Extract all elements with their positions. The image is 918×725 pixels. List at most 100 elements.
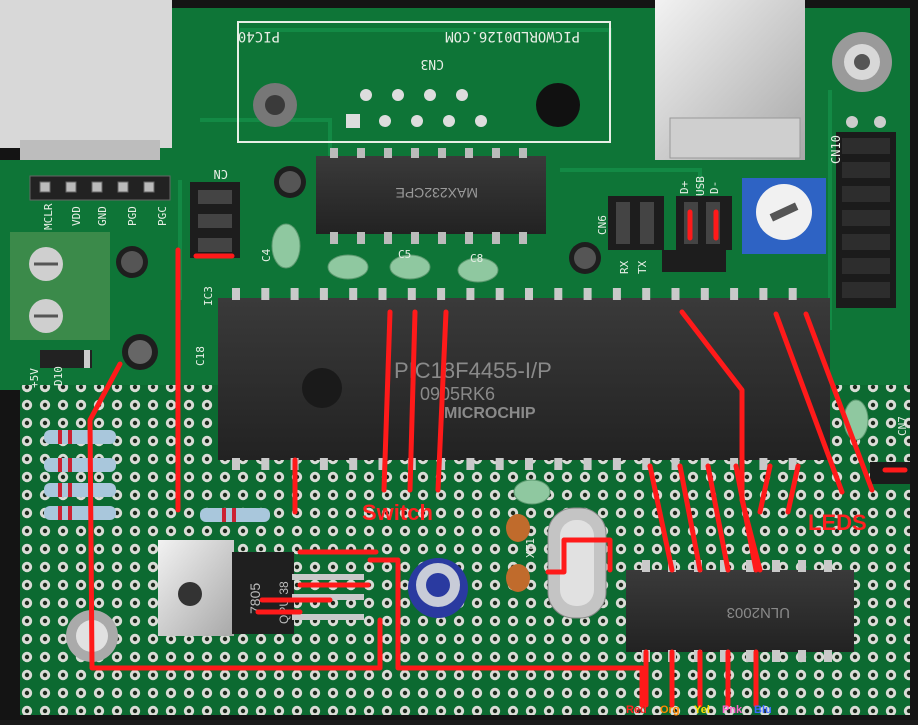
svg-text:C8: C8 bbox=[470, 252, 483, 265]
chip-pin bbox=[525, 458, 533, 470]
svg-text:C18: C18 bbox=[194, 346, 207, 366]
icsp-labels: MCLR VDD GND PGD PGC bbox=[42, 203, 169, 230]
silk-5v: +5V bbox=[28, 368, 41, 388]
white-connector-shadow bbox=[20, 140, 160, 160]
wire-label-pnk: Pnk bbox=[722, 704, 743, 716]
chip-pin bbox=[554, 458, 563, 470]
electrolytic-caps bbox=[116, 166, 601, 618]
chip-pin bbox=[437, 288, 446, 300]
voltage-regulator bbox=[158, 540, 364, 636]
icsp-header bbox=[29, 175, 171, 201]
chip-pins-top bbox=[232, 288, 797, 300]
svg-text:MCLR: MCLR bbox=[42, 203, 55, 230]
resistors bbox=[44, 430, 270, 522]
silk-crystal: XT1 bbox=[524, 538, 537, 558]
silk-cn10: CN10 bbox=[829, 135, 843, 164]
chip-pin bbox=[261, 458, 270, 470]
usb-b-connector bbox=[655, 0, 805, 160]
chip-pin bbox=[772, 650, 780, 662]
chip-pin bbox=[554, 288, 563, 300]
svg-text:PGC: PGC bbox=[156, 206, 169, 226]
wire-label-red: Red bbox=[626, 704, 647, 716]
chip-pin bbox=[612, 288, 621, 300]
wire-label-org: Org bbox=[660, 704, 680, 716]
chip-pin bbox=[746, 560, 754, 572]
chip-pin bbox=[378, 288, 387, 300]
pic18f4455-chip bbox=[218, 298, 830, 460]
chip-brand: MICROCHIP bbox=[444, 405, 536, 422]
ceramic-caps bbox=[271, 223, 869, 505]
max232-text: MAX232CPE bbox=[396, 185, 478, 201]
chip-pin bbox=[466, 458, 475, 470]
svg-text:PGD: PGD bbox=[126, 206, 139, 226]
leds-label: LEDS bbox=[808, 510, 867, 535]
silk-title: PIC40 bbox=[238, 28, 280, 44]
silk-diode: D10 bbox=[52, 366, 65, 386]
svg-text:GND: GND bbox=[96, 206, 109, 226]
svg-text:TX: TX bbox=[636, 260, 649, 274]
chip-part-number: PIC18F4455-I/P bbox=[394, 358, 552, 383]
chip-pin bbox=[261, 288, 270, 300]
svg-text:C5: C5 bbox=[398, 248, 411, 261]
chip-pin bbox=[824, 650, 832, 662]
chip-pin bbox=[700, 458, 709, 470]
chip-pin bbox=[525, 288, 533, 300]
silk-cn7: CN7 bbox=[896, 416, 909, 436]
chip-pin bbox=[730, 288, 739, 300]
chip-pin bbox=[772, 560, 780, 572]
silk-url: PICWORLD0126.COM bbox=[445, 28, 580, 44]
screw-terminal bbox=[10, 232, 110, 340]
chip-pin bbox=[824, 560, 832, 572]
orange-caps bbox=[506, 514, 530, 592]
max232-chip bbox=[316, 148, 546, 244]
chip-pin bbox=[759, 458, 768, 470]
chip-pin bbox=[798, 650, 806, 662]
chip-pin bbox=[788, 458, 797, 470]
chip-pin bbox=[349, 288, 358, 300]
chip-pin bbox=[319, 458, 328, 470]
usb-serial-labels: CN6 RX TX D+ USB D- bbox=[596, 176, 721, 274]
chip-pin bbox=[642, 458, 651, 470]
cn10-header bbox=[836, 116, 896, 308]
svg-text:D-: D- bbox=[708, 181, 721, 194]
crystal bbox=[547, 507, 607, 619]
cap-labels: C4 C5 C8 C18 bbox=[194, 248, 483, 366]
diode bbox=[40, 350, 92, 368]
chip-pin bbox=[319, 288, 328, 300]
chip-pin bbox=[407, 288, 416, 300]
silk-cn: CN bbox=[214, 167, 228, 181]
svg-text:RX: RX bbox=[618, 260, 631, 274]
trimmer-pot bbox=[742, 178, 826, 254]
chip-pin bbox=[466, 288, 475, 300]
uln2003-text: ULN2003 bbox=[727, 604, 790, 621]
wire-label-blu: Blu bbox=[754, 704, 772, 716]
regulator-text: 7805 bbox=[247, 583, 263, 614]
svg-text:USB: USB bbox=[694, 176, 707, 196]
chip-pin bbox=[349, 458, 358, 470]
red-wires bbox=[87, 209, 908, 708]
chip-pin bbox=[642, 288, 651, 300]
svg-text:CN6: CN6 bbox=[596, 215, 609, 235]
chip-pin bbox=[730, 458, 739, 470]
chip-pin bbox=[642, 560, 650, 572]
chip-pin bbox=[495, 458, 504, 470]
cn7-jumper bbox=[870, 462, 910, 484]
svg-text:C4: C4 bbox=[260, 248, 273, 262]
chip-pin bbox=[746, 650, 754, 662]
svg-text:D+: D+ bbox=[678, 180, 691, 194]
svg-text:VDD: VDD bbox=[70, 206, 83, 226]
mounting-screw-top bbox=[832, 32, 892, 92]
chip-pin bbox=[232, 288, 240, 300]
chip-pin bbox=[671, 288, 680, 300]
chip-pin bbox=[583, 288, 592, 300]
chip-pin bbox=[583, 458, 592, 470]
uln2003-chip bbox=[626, 570, 854, 652]
chip-pin bbox=[495, 288, 504, 300]
chip-pin bbox=[232, 458, 240, 470]
chip-pin bbox=[290, 288, 299, 300]
chip-pin bbox=[720, 560, 728, 572]
chip-pin bbox=[798, 560, 806, 572]
